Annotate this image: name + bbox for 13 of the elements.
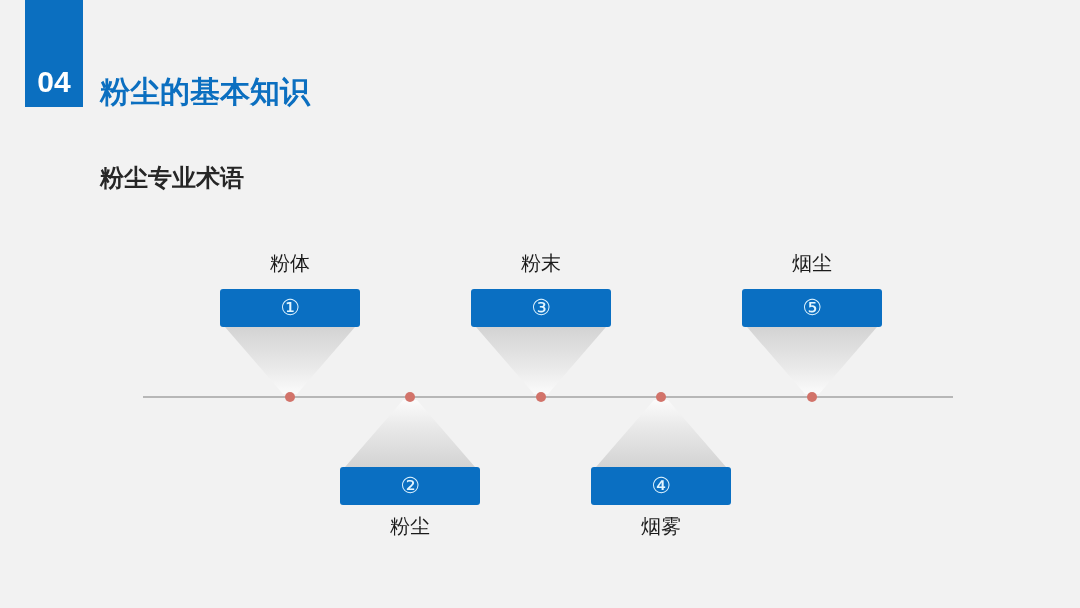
term-label: 烟雾: [641, 513, 681, 539]
term-label: 粉末: [521, 250, 561, 276]
number-box: ④: [591, 467, 731, 505]
number-box: ①: [220, 289, 360, 327]
section-number-tab: 04: [25, 0, 83, 107]
term-label: 烟尘: [792, 250, 832, 276]
term-label: 粉尘: [390, 513, 430, 539]
number-box: ⑤: [742, 289, 882, 327]
number-box: ②: [340, 467, 480, 505]
page-title: 粉尘的基本知识: [100, 74, 310, 110]
term-label: 粉体: [270, 250, 310, 276]
section-heading: 粉尘专业术语: [100, 163, 244, 193]
number-box: ③: [471, 289, 611, 327]
